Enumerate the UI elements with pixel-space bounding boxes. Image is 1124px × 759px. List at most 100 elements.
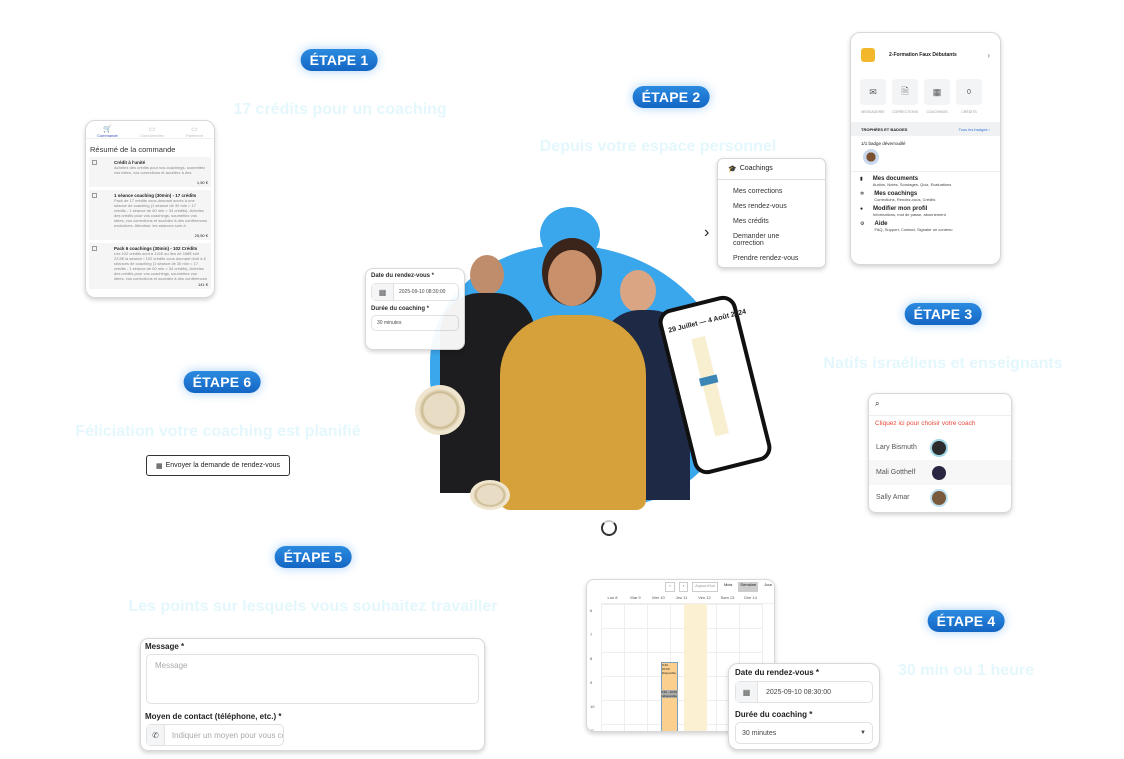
grid-line <box>601 628 762 629</box>
menu-item-corrections[interactable]: Mes corrections <box>733 188 783 195</box>
day-header: Sam 13 <box>720 595 735 600</box>
menu-item-rendez-vous[interactable]: Mes rendez-vous <box>733 203 787 210</box>
mini-date-field[interactable]: ▦2025-09-10 08:30:00 <box>371 283 459 301</box>
tab-commande[interactable]: 🛒Commande <box>97 126 118 138</box>
course-icon <box>861 48 875 62</box>
coach-prompt[interactable]: Cliquez ici pour choisir votre coach <box>875 420 976 427</box>
profile-card: 2-Formation Faux Débutants › ✉MESSAGERIE… <box>850 32 1001 265</box>
tile-messagerie[interactable]: ✉MESSAGERIE <box>860 79 886 114</box>
step-3-subtitle: Natifs israéliens et enseignants <box>823 355 1063 372</box>
menu-item-credits[interactable]: Mes crédits <box>733 218 769 225</box>
hour-label: 8 <box>590 656 593 661</box>
day-header: Dim 14 <box>744 595 757 600</box>
phone-icon: ✆ <box>147 725 165 745</box>
calendar-icon: ▦ <box>372 284 394 300</box>
view-week[interactable]: Semaine <box>738 582 759 592</box>
contact-field[interactable]: ✆Indiquer un moyen pour vous contacter <box>146 724 284 746</box>
hour-label: 11 <box>590 728 595 732</box>
today-column <box>684 604 707 731</box>
coach-option[interactable]: Sally Amar <box>869 485 1011 510</box>
course-header[interactable]: 2-Formation Faux Débutants › <box>851 33 1000 67</box>
hour-label: 10 <box>590 704 595 709</box>
order-item: Pack 6 coachings (30min) - 102 Crédits L… <box>89 243 211 289</box>
step-1-subtitle: 17 crédits pour un coaching <box>233 101 447 118</box>
coach-option[interactable]: Lary Bismuth <box>869 435 1011 460</box>
today-button[interactable]: Aujourd'hui <box>692 582 718 592</box>
item-checkbox[interactable] <box>92 160 97 165</box>
order-item: 1 séance coaching (30min) - 17 crédits P… <box>89 190 211 240</box>
document-icon: 🗎 <box>892 79 918 105</box>
date-field[interactable]: ▦2025-09-10 08:30:00 <box>735 681 873 703</box>
card-icon: ▭ <box>191 126 198 133</box>
mini-booking-form: Date du rendez-vous * ▦2025-09-10 08:30:… <box>365 268 465 350</box>
calendar-icon: ▦ <box>924 79 950 105</box>
order-item: Crédit à l'unité Achetez des crédits pou… <box>89 157 211 187</box>
menu-item-prendre-rendez-vous[interactable]: Prendre rendez-vous <box>733 255 799 262</box>
loading-spinner <box>601 520 617 536</box>
user-icon: ● <box>860 206 864 212</box>
tile-coachings[interactable]: ▦COACHINGS <box>924 79 950 114</box>
document-icon: ▮ <box>860 176 863 182</box>
avatar <box>932 465 946 480</box>
message-textarea[interactable]: Message <box>146 654 479 704</box>
person-right-head <box>620 270 656 312</box>
step-2-badge: ÉTAPE 2 <box>632 86 710 108</box>
calendar-icon: ▦ <box>155 462 163 470</box>
view-day[interactable]: Jour <box>764 582 772 587</box>
message-form: Message * Message Moyen de contact (télé… <box>140 638 485 751</box>
day-header: Lun 8 <box>607 595 618 600</box>
view-month[interactable]: Mois <box>723 582 733 587</box>
hour-label: 7 <box>590 632 593 637</box>
coin <box>470 480 510 510</box>
grid-line <box>601 604 762 605</box>
duration-select[interactable]: 30 minutes▼ <box>735 722 873 744</box>
order-summary-card: 🛒Commande ▭Coordonnées ▭Paiement Résumé … <box>85 120 215 298</box>
person-center-body <box>500 315 646 510</box>
event-unavailable[interactable]: 9:30 - 10:00 Indisponible <box>661 690 678 698</box>
coaching-icon: ✲ <box>860 191 865 197</box>
send-request-button[interactable]: ▦Envoyer la demande de rendez-vous <box>146 455 290 476</box>
badge-avatar[interactable] <box>863 149 879 165</box>
step-5-badge: ÉTAPE 5 <box>274 546 352 568</box>
cart-icon: 🛒 <box>103 126 112 133</box>
graduation-cap-icon: 🎓 <box>728 166 737 173</box>
phone-week-range: 29 Juillet — 4 Août 2024 <box>667 308 747 335</box>
coach-select: ⌕ Cliquez ici pour choisir votre coach L… <box>868 393 1012 513</box>
booking-form: Date du rendez-vous * ▦2025-09-10 08:30:… <box>728 663 880 750</box>
tab-coordonnees[interactable]: ▭Coordonnées <box>139 126 164 138</box>
all-badges-link[interactable]: Tous les badges › <box>958 126 990 132</box>
tab-paiement[interactable]: ▭Paiement <box>186 126 203 138</box>
item-checkbox[interactable] <box>92 193 97 198</box>
avatar <box>932 490 946 505</box>
menu-item-demander-correction[interactable]: Demander une correction <box>733 233 780 247</box>
chevron-right-icon: › <box>987 50 990 60</box>
step-3-badge: ÉTAPE 3 <box>904 303 982 325</box>
mini-duration-select[interactable]: 30 minutes <box>371 315 459 331</box>
step-1-badge: ÉTAPE 1 <box>300 49 378 71</box>
step-6-badge: ÉTAPE 6 <box>183 371 261 393</box>
grid-line <box>601 652 762 653</box>
person-center-head <box>548 250 596 306</box>
item-checkbox[interactable] <box>92 246 97 251</box>
grid-col <box>647 604 648 731</box>
search-input[interactable]: ⌕ <box>869 394 1011 416</box>
tile-corrections[interactable]: 🗎CORRECTIONS <box>892 79 918 114</box>
coach-option[interactable]: Mali Gotthelf <box>869 460 1011 485</box>
avatar <box>932 440 946 455</box>
grid-col <box>716 604 717 731</box>
step-4-subtitle: 30 min ou 1 heure <box>897 662 1035 679</box>
day-header: Jeu 11 <box>675 595 688 600</box>
calendar-icon: ▦ <box>736 682 758 702</box>
id-card-icon: ▭ <box>148 126 156 133</box>
next-button[interactable]: › <box>678 582 689 592</box>
day-header: Mer 10 <box>652 595 665 600</box>
caret-down-icon: ▼ <box>860 730 866 736</box>
coachings-menu-header[interactable]: 🎓Coachings <box>718 159 825 180</box>
prev-button[interactable]: ‹ <box>665 582 675 592</box>
step-2-subtitle: Depuis votre espace personnel <box>539 138 777 155</box>
